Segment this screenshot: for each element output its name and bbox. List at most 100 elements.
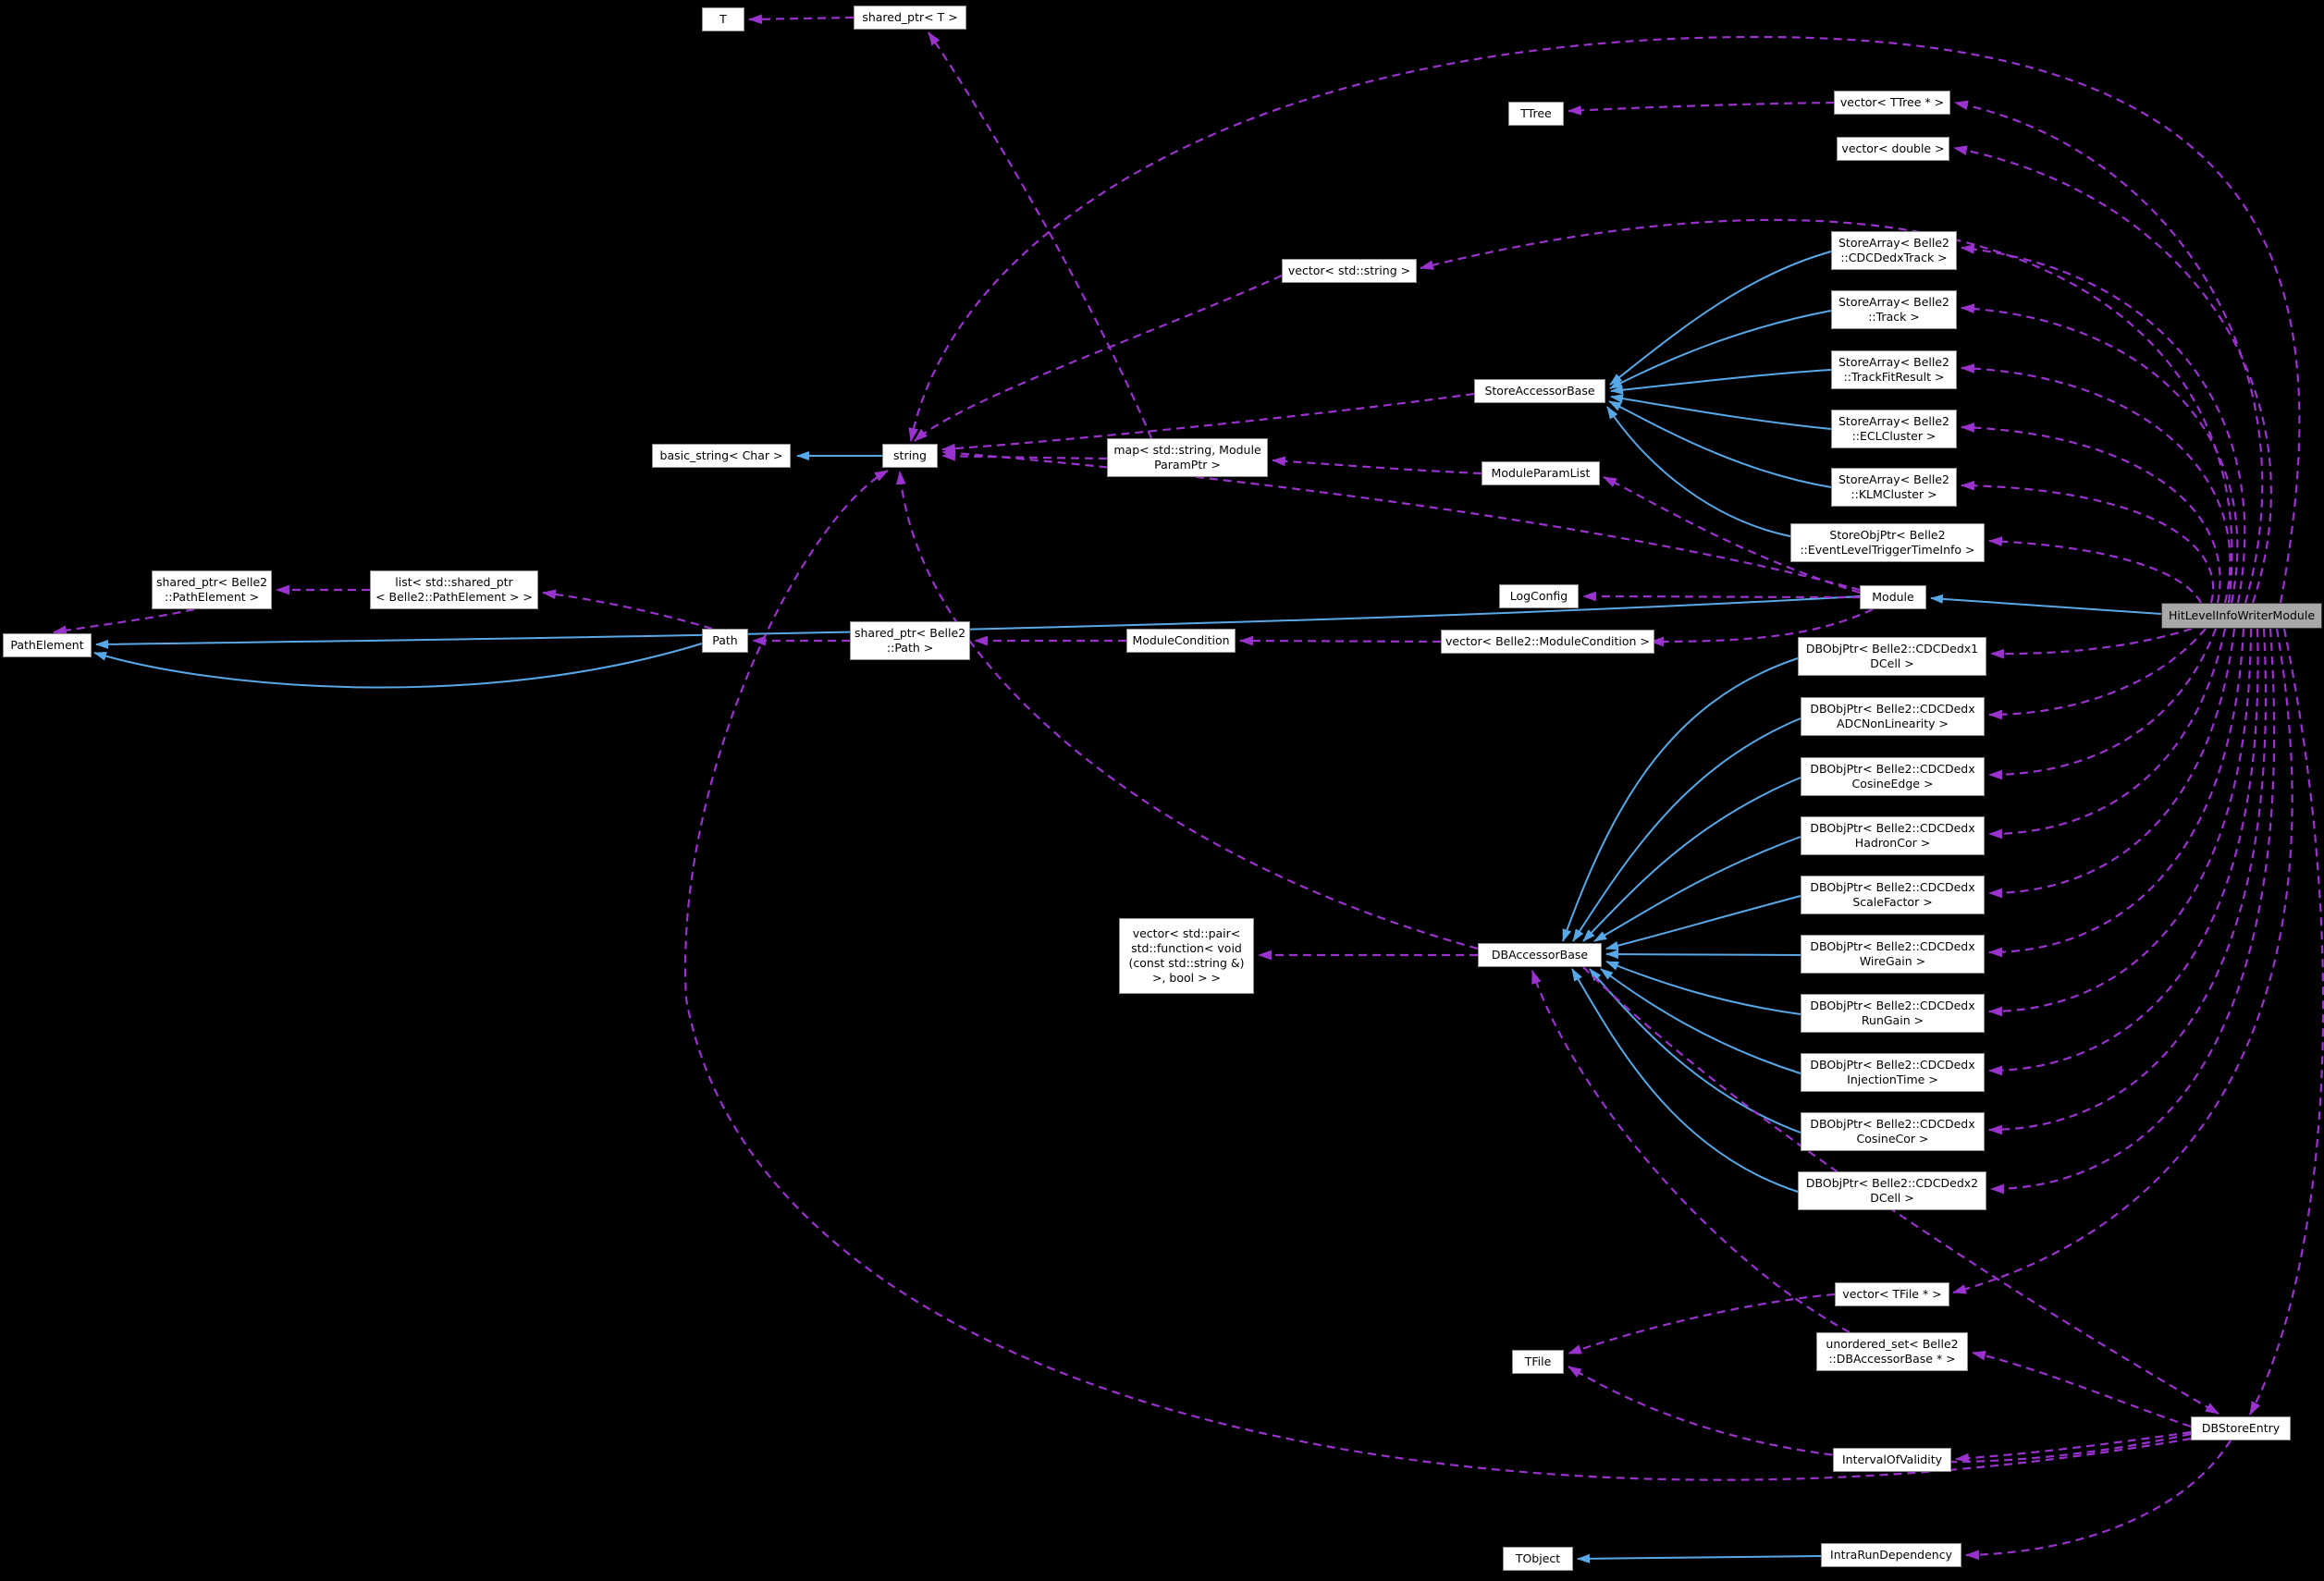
edge-hitlevelinfowritermodule-to-sa-klmcluster [1960,480,2215,604]
node-vec-tfile[interactable]: vector< TFile * > [1835,1282,1949,1306]
node-vec-modulecondition[interactable]: vector< Belle2::ModuleCondition > [1441,630,1654,654]
node-path[interactable]: Path [702,629,748,653]
node-sptr-t[interactable]: shared_ptr< T > [854,6,966,30]
node-label-line: DBObjPtr< Belle2::CDCDedx [1810,821,1975,835]
node-label-line: vector< double > [1841,141,1945,155]
edge-unordered-set-dbaccessor-to-dbaccessorbase [1531,969,1851,1333]
node-label-line: WireGain > [1859,954,1926,968]
edge-vec-tfile-to-tfile [1567,1293,1836,1355]
node-label-line: ::Track > [1868,310,1920,324]
edges-group [52,14,2324,1563]
node-sptr-path[interactable]: shared_ptr< Belle2::Path > [850,621,971,660]
node-sa-eclcluster[interactable]: StoreArray< Belle2::ECLCluster > [1831,410,1957,448]
node-label-line: vector< Belle2::ModuleCondition > [1445,634,1650,648]
edge-hitlevelinfowritermodule-to-db-cosinecor [1987,628,2268,1135]
node-label-line: DBObjPtr< Belle2::CDCDedx [1810,702,1975,716]
node-sa-klmcluster[interactable]: StoreArray< Belle2::KLMCluster > [1831,468,1957,507]
node-ttree[interactable]: TTree [1508,102,1564,126]
node-dbaccessorbase[interactable]: DBAccessorBase [1478,943,1602,967]
node-vec-ttree[interactable]: vector< TTree * > [1834,91,1950,115]
node-logconfig[interactable]: LogConfig [1499,584,1579,608]
edge-dbstoreentry-to-string [683,470,2192,1481]
node-label-line: < Belle2::PathElement > > [375,590,533,604]
edge-hitlevelinfowritermodule-to-db-wiregain [1987,628,2245,958]
edge-hitlevelinfowritermodule-to-db-hadroncor [1987,628,2227,840]
node-label-line: DBObjPtr< Belle2::CDCDedx2 [1805,1176,1979,1190]
node-label-line: LogConfig [1509,589,1568,603]
node-tobject[interactable]: TObject [1503,1547,1573,1571]
node-label-line: list< std::shared_ptr [395,575,513,589]
edge-hitlevelinfowritermodule-to-sa-cdcdedxtrack [1960,244,2246,604]
node-label-line: shared_ptr< Belle2 [855,626,966,640]
node-label-line: PathElement [10,638,84,652]
node-tfile[interactable]: TFile [1512,1350,1564,1374]
node-sa-cdcdedxtrack[interactable]: StoreArray< Belle2::CDCDedxTrack > [1831,231,1957,270]
edge-db-injectiontime-to-dbaccessorbase [1600,968,1801,1074]
node-label-line: ::PathElement > [165,590,260,604]
node-vec-double[interactable]: vector< double > [1837,137,1949,161]
node-modulecondition[interactable]: ModuleCondition [1126,629,1236,653]
node-sa-track[interactable]: StoreArray< Belle2::Track > [1831,290,1957,329]
node-label-line: DBObjPtr< Belle2::CDCDedx [1810,1117,1975,1131]
edge-hitlevelinfowritermodule-to-db-1dcell [1989,627,2193,659]
node-label-line: StoreArray< Belle2 [1838,236,1949,250]
edge-sptr-pathelement-to-pathelement [52,607,195,635]
node-sptr-pathelement[interactable]: shared_ptr< Belle2::PathElement > [152,570,273,609]
edge-hitlevelinfowritermodule-to-sa-track [1960,303,2239,604]
node-string[interactable]: string [882,444,938,468]
node-label-line: DCell > [1870,1191,1914,1205]
node-dbstoreentry[interactable]: DBStoreEntry [2191,1416,2291,1440]
node-label-line: vector< std::pair< [1132,926,1241,940]
node-label-line: ::Path > [886,641,934,655]
node-moduleparamlist[interactable]: ModuleParamList [1482,461,1600,485]
node-label-line: ::DBAccessorBase * > [1828,1352,1956,1366]
node-label-line: ScaleFactor > [1852,895,1933,909]
edge-sa-eclcluster-to-storeaccessorbase [1610,394,1832,430]
node-label-line: TObject [1515,1551,1561,1565]
node-t[interactable]: T [702,7,744,31]
edge-hitlevelinfowritermodule-to-db-scalefactor [1987,628,2236,899]
node-label-line: StoreArray< Belle2 [1838,472,1949,486]
edge-vec-ttree-to-ttree [1567,101,1835,116]
node-storeobjptr-elt[interactable]: StoreObjPtr< Belle2::EventLevelTriggerTi… [1790,523,1985,562]
node-label-line: ::KLMCluster > [1851,487,1937,501]
node-label-line: DBStoreEntry [2201,1421,2281,1435]
node-intrarundependency[interactable]: IntraRunDependency [1821,1543,1961,1567]
node-label-line: DBObjPtr< Belle2::CDCDedx [1810,999,1975,1012]
edge-sa-cdcdedxtrack-to-storeaccessorbase [1609,251,1832,386]
edge-db-cosinecor-to-dbaccessorbase [1589,968,1801,1134]
node-list-sptr-pathelement[interactable]: list< std::shared_ptr< Belle2::PathEleme… [370,570,538,609]
edge-hitlevelinfowritermodule-to-vec-ttree [1953,100,2264,604]
edge-hitlevelinfowritermodule-to-db-cosineedge [1987,628,2218,780]
node-vec-string[interactable]: vector< std::string > [1282,259,1417,283]
node-module[interactable]: Module [1860,585,1926,609]
node-label-line: std::function< void [1131,941,1242,955]
node-vec-pair-function[interactable]: vector< std::pair<std::function< void(co… [1119,918,1254,994]
edge-dbstoreentry-to-unordered-set-dbaccessor [1971,1350,2192,1428]
edge-hitlevelinfowritermodule-to-vec-tfile [1951,628,2293,1294]
node-pathelement[interactable]: PathElement [3,633,92,657]
edge-hitlevelinfowritermodule-to-module [1930,594,2162,615]
node-label-line: CosineEdge > [1851,777,1934,790]
node-intervalofvalidity[interactable]: IntervalOfValidity [1833,1448,1951,1472]
node-storeaccessorbase[interactable]: StoreAccessorBase [1474,379,1605,403]
node-label-line: basic_string< Char > [659,448,783,462]
edge-dbaccessorbase-to-string [895,470,1479,950]
node-unordered-set-dbaccessor[interactable]: unordered_set< Belle2::DBAccessorBase * … [1816,1332,1968,1371]
node-basic-string[interactable]: basic_string< Char > [652,444,791,468]
node-label-line: InjectionTime > [1847,1072,1938,1086]
node-hitlevelinfowritermodule[interactable]: HitLevelInfoWriterModule [2161,603,2322,629]
node-sa-trackfitresult[interactable]: StoreArray< Belle2::TrackFitResult > [1831,350,1957,389]
